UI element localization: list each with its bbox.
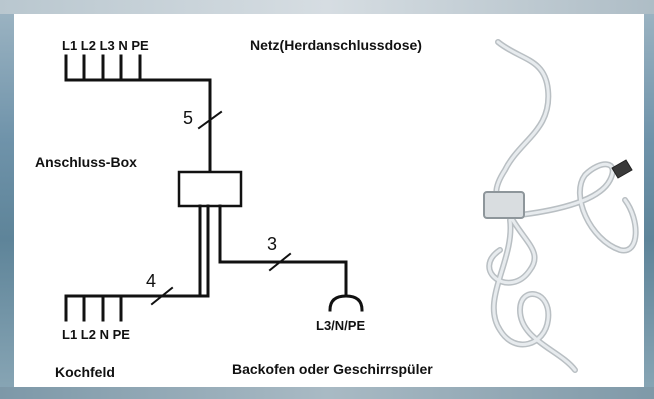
socket-symbol	[328, 294, 364, 312]
hob-terminal-comb	[64, 294, 210, 322]
junction-box	[177, 170, 243, 208]
background-top-strip	[0, 0, 654, 14]
supply-cable-count: 5	[183, 108, 193, 128]
diagram-title: Netz(Herdanschlussdose)	[250, 37, 422, 53]
junction-box-label: Anschluss-Box	[35, 154, 137, 170]
background-bottom-strip	[0, 387, 654, 399]
hob-label: Kochfeld	[55, 364, 115, 380]
supply-terminal-comb	[64, 54, 212, 82]
cable-photo	[483, 39, 639, 373]
oven-terminals-label: L3/N/PE	[316, 318, 365, 333]
hob-cable-slash	[150, 286, 174, 306]
diagram-sheet	[14, 14, 644, 387]
hob-terminals-label: L1 L2 N PE	[62, 327, 130, 342]
supply-terminals-label: L1 L2 L3 N PE	[62, 38, 149, 53]
oven-cable-count: 3	[267, 234, 277, 254]
supply-cable-slash	[197, 110, 223, 130]
photo-junction-box	[483, 191, 525, 219]
photo-plug	[611, 159, 633, 179]
hob-cable-count: 4	[146, 271, 156, 291]
oven-label: Backofen oder Geschirrspüler	[232, 361, 433, 377]
oven-cable-slash	[268, 252, 292, 272]
